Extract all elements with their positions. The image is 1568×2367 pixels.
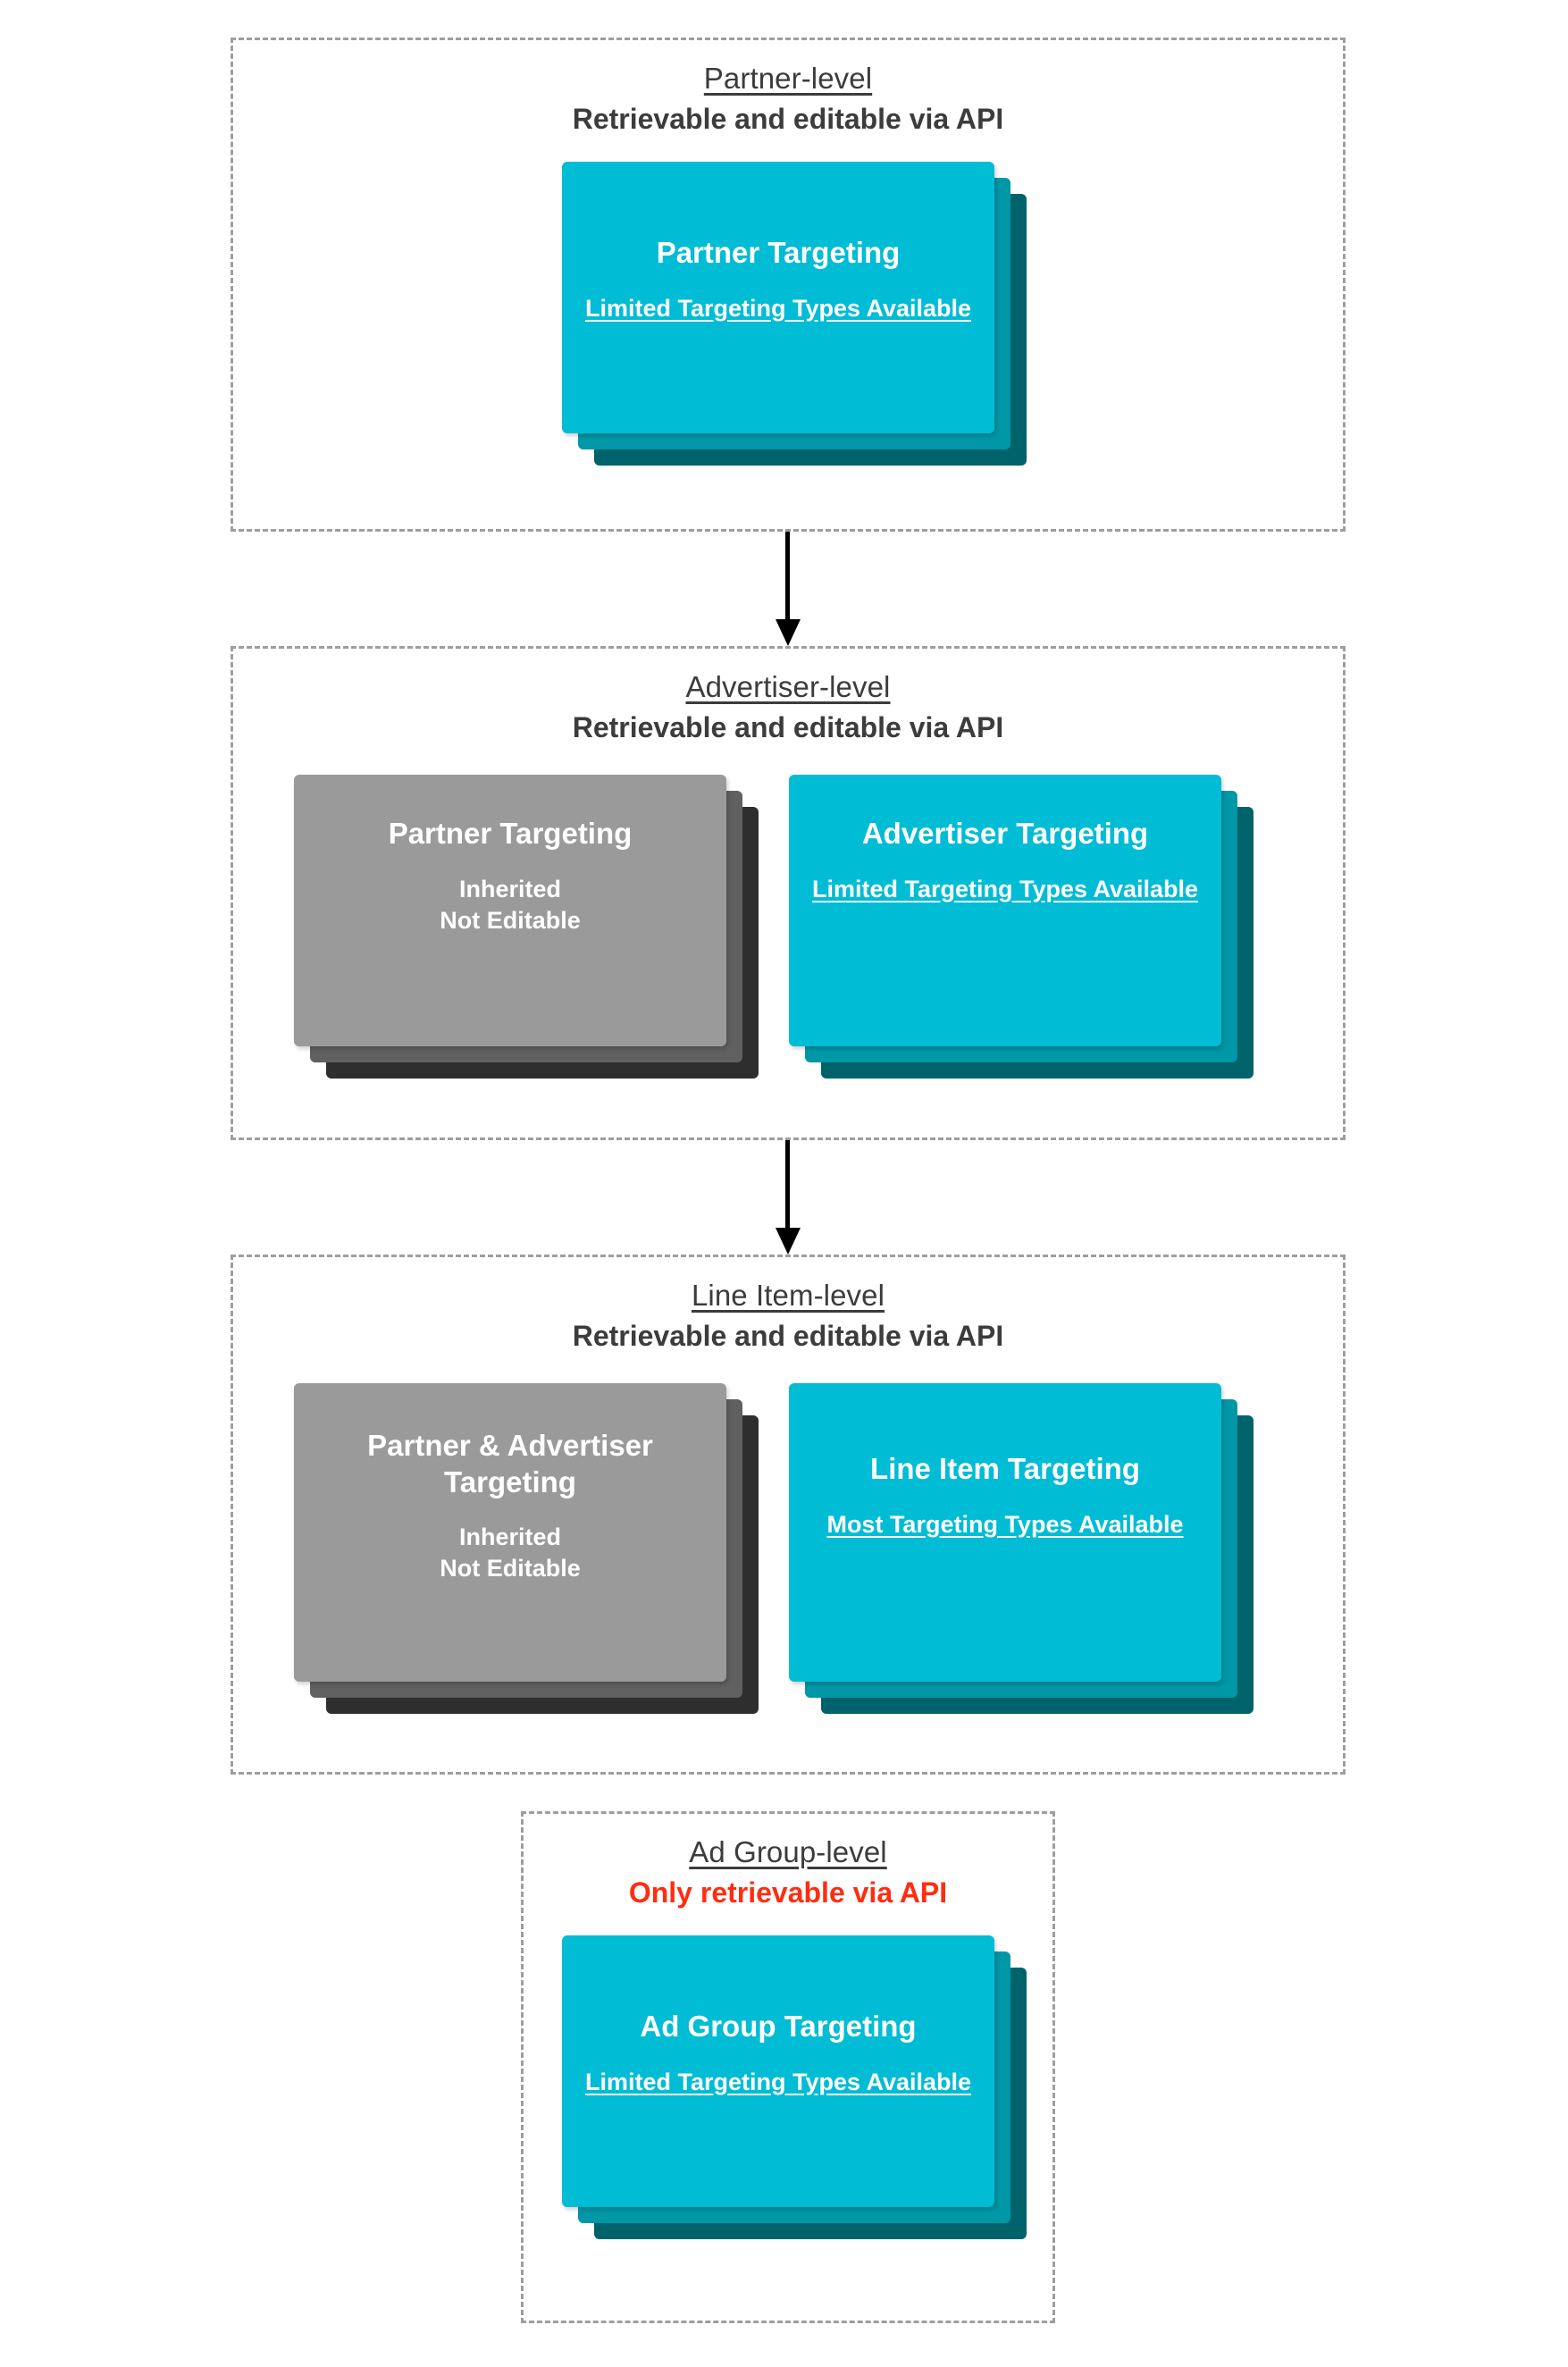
level-container-ad-group: Ad Group-level Only retrievable via API … bbox=[521, 1811, 1055, 2323]
card-title: Advertiser Targeting bbox=[861, 817, 1149, 850]
card-body: Ad Group Targeting Limited Targeting Typ… bbox=[562, 2009, 994, 2098]
card-note: Limited Targeting Types Available bbox=[584, 2068, 972, 2095]
card-body: Advertiser Targeting Limited Targeting T… bbox=[789, 816, 1221, 905]
level-container-advertiser: Advertiser-level Retrievable and editabl… bbox=[231, 646, 1346, 1140]
level-subtitle-line-item: Retrievable and editable via API bbox=[572, 1320, 1004, 1353]
card-note: Inherited Not Editable bbox=[440, 875, 581, 934]
card-body: Partner Targeting Limited Targeting Type… bbox=[562, 235, 994, 324]
level-title-line-item: Line Item-level bbox=[691, 1279, 885, 1312]
level-header-partner: Partner-level Retrievable and editable v… bbox=[233, 40, 1343, 138]
level-header-advertiser: Advertiser-level Retrievable and editabl… bbox=[233, 649, 1343, 747]
level-title-ad-group: Ad Group-level bbox=[689, 1835, 887, 1868]
card-stack-line-item-targeting: Line Item Targeting Most Targeting Types… bbox=[789, 1383, 1254, 1714]
arrow-shaft bbox=[785, 1140, 790, 1230]
card-ad-group-targeting[interactable]: Ad Group Targeting Limited Targeting Typ… bbox=[562, 1935, 994, 2207]
card-advertiser-targeting[interactable]: Advertiser Targeting Limited Targeting T… bbox=[789, 775, 1221, 1046]
card-title: Ad Group Targeting bbox=[640, 2010, 917, 2043]
card-title: Partner & Advertiser Targeting bbox=[367, 1429, 653, 1498]
card-title: Line Item Targeting bbox=[870, 1452, 1140, 1485]
connector-advertiser-to-line-item bbox=[770, 1140, 806, 1255]
card-note: Limited Targeting Types Available bbox=[811, 875, 1199, 902]
level-container-partner: Partner-level Retrievable and editable v… bbox=[231, 38, 1346, 532]
level-title-partner: Partner-level bbox=[703, 62, 873, 95]
level-header-line-item: Line Item-level Retrievable and editable… bbox=[233, 1257, 1343, 1356]
level-title-advertiser: Advertiser-level bbox=[685, 670, 891, 703]
connector-partner-to-advertiser bbox=[770, 532, 806, 646]
card-body: Partner Targeting Inherited Not Editable bbox=[294, 816, 726, 936]
card-title: Partner Targeting bbox=[388, 817, 633, 850]
card-note: Inherited Not Editable bbox=[440, 1523, 581, 1582]
arrow-head-icon bbox=[776, 1228, 801, 1255]
card-stack-inherited-partner-targeting: Partner Targeting Inherited Not Editable bbox=[294, 775, 759, 1079]
card-note: Most Targeting Types Available bbox=[826, 1510, 1184, 1538]
level-subtitle-ad-group: Only retrievable via API bbox=[628, 1876, 948, 1910]
arrow-shaft bbox=[785, 532, 790, 621]
level-container-line-item: Line Item-level Retrievable and editable… bbox=[231, 1255, 1346, 1775]
card-title: Partner Targeting bbox=[656, 236, 901, 269]
card-stack-inherited-partner-advertiser-targeting: Partner & Advertiser Targeting Inherited… bbox=[294, 1383, 759, 1714]
card-partner-targeting[interactable]: Partner Targeting Limited Targeting Type… bbox=[562, 162, 994, 433]
arrow-head-icon bbox=[776, 619, 801, 646]
level-subtitle-partner: Retrievable and editable via API bbox=[572, 103, 1004, 136]
level-subtitle-advertiser: Retrievable and editable via API bbox=[572, 711, 1004, 744]
card-body: Line Item Targeting Most Targeting Types… bbox=[789, 1451, 1221, 1540]
card-line-item-targeting[interactable]: Line Item Targeting Most Targeting Types… bbox=[789, 1383, 1221, 1682]
card-stack-ad-group-targeting: Ad Group Targeting Limited Targeting Typ… bbox=[562, 1935, 1027, 2239]
level-header-ad-group: Ad Group-level Only retrievable via API bbox=[524, 1814, 1052, 1912]
card-inherited-partner-targeting[interactable]: Partner Targeting Inherited Not Editable bbox=[294, 775, 726, 1046]
card-body: Partner & Advertiser Targeting Inherited… bbox=[294, 1428, 726, 1584]
card-inherited-partner-advertiser-targeting[interactable]: Partner & Advertiser Targeting Inherited… bbox=[294, 1383, 726, 1682]
card-stack-partner-targeting: Partner Targeting Limited Targeting Type… bbox=[562, 162, 1027, 466]
card-note: Limited Targeting Types Available bbox=[584, 294, 972, 322]
card-stack-advertiser-targeting: Advertiser Targeting Limited Targeting T… bbox=[789, 775, 1254, 1079]
